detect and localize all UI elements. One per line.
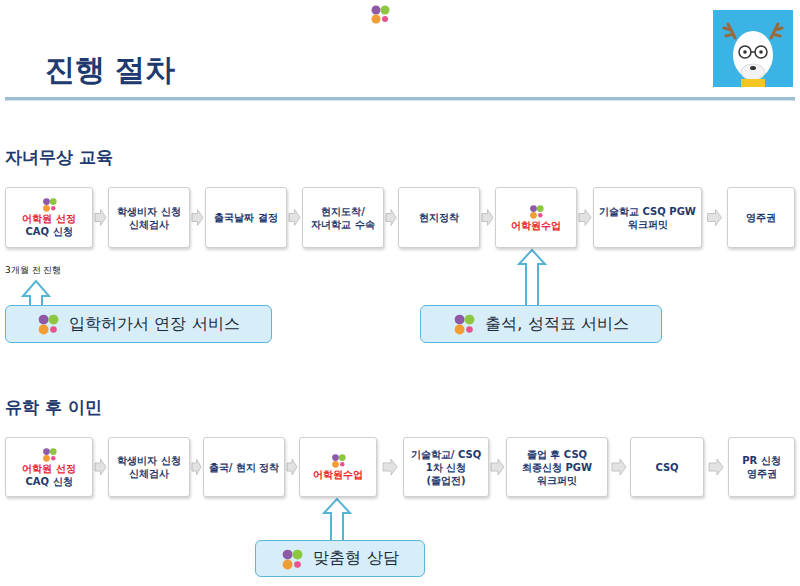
flow-arrow [708, 210, 722, 226]
step-text: 기술학교/ CSQ 1차 신청(졸업전) [407, 448, 485, 487]
step-text: 출국/ 현지 정착 [209, 461, 280, 474]
brand-logo [37, 313, 59, 335]
moose-mascot [713, 10, 793, 87]
flow-arrow [192, 210, 203, 226]
process-box: 현지도착/ 자녀학교 수속 [302, 187, 384, 248]
pointer-arrow [23, 281, 49, 305]
process-box: 어학원수업 [495, 187, 577, 248]
flow-arrow [287, 459, 297, 475]
process-box: 어학원 선정CAQ 신청 [5, 187, 93, 248]
step-text: CAQ 신청 [25, 225, 72, 238]
brand-logo [372, 6, 390, 24]
process-box: 어학원 선정CAQ 신청 [5, 437, 93, 497]
process-box: 출국날짜 결정 [205, 187, 287, 248]
flow-arrow [709, 459, 723, 475]
step-text: 어학원 선정 [22, 212, 75, 225]
callout-text: 맞춤형 상담 [313, 548, 398, 569]
flow-arrow [95, 210, 106, 226]
step-text: 어학원수업 [313, 468, 363, 481]
process-box: 학생비자 신청 신체검사 [108, 437, 190, 497]
process-box: 영주권 [727, 187, 795, 248]
brand-logo [453, 313, 475, 335]
callout-box: 출석, 성적표 서비스 [420, 305, 662, 343]
step-text: 어학원 선정 [22, 462, 75, 475]
callout-box: 맞춤형 상담 [255, 540, 425, 577]
flow-arrow [289, 210, 300, 226]
flow-arrow [192, 459, 201, 475]
process-box: 졸업 후 CSQ 최종신청 PGW 워크퍼밋 [506, 437, 608, 497]
step-text: 학생비자 신청 신체검사 [112, 205, 186, 231]
title-rule [5, 97, 795, 100]
step-text: CAQ 신청 [25, 475, 72, 488]
step-text: 졸업 후 CSQ 최종신청 PGW 워크퍼밋 [510, 448, 604, 487]
step-text: PR 신청 영주권 [732, 454, 791, 480]
process-box: 어학원수업 [299, 437, 377, 497]
process-box: PR 신청 영주권 [728, 437, 795, 497]
section-heading: 유학 후 이민 [5, 396, 102, 419]
brand-logo [281, 548, 303, 570]
step-text: CSQ [655, 461, 678, 474]
flow-arrow [491, 459, 504, 475]
flow-arrow [482, 210, 493, 226]
step-text: 현지도착/ 자녀학교 수속 [306, 205, 380, 231]
brand-logo [331, 453, 346, 468]
step-text: 출국날짜 결정 [214, 211, 277, 224]
pointer-arrow [324, 499, 350, 541]
step-text: 기술학교 CSQ PGW 워크퍼밋 [597, 205, 698, 231]
pointer-arrow [519, 250, 545, 306]
process-box: 학생비자 신청 신체검사 [108, 187, 190, 248]
step-text: 영주권 [746, 211, 776, 224]
process-box: 출국/ 현지 정착 [203, 437, 285, 497]
note-text: 3개월 전 진행 [5, 264, 61, 277]
process-box: CSQ [630, 437, 704, 497]
flow-arrow [579, 210, 591, 226]
step-text: 현지정착 [419, 211, 459, 224]
process-box: 현지정착 [398, 187, 480, 248]
process-box: 기술학교 CSQ PGW 워크퍼밋 [593, 187, 702, 248]
section-heading: 자녀무상 교육 [5, 146, 113, 169]
brand-logo [529, 204, 544, 219]
callout-text: 입학허가서 연장 서비스 [69, 314, 239, 335]
flow-arrow [95, 459, 106, 475]
flow-arrow [383, 459, 397, 475]
flow-arrow [386, 210, 396, 226]
brand-logo [42, 447, 57, 462]
callout-text: 출석, 성적표 서비스 [485, 314, 628, 335]
step-text: 어학원수업 [511, 219, 561, 232]
page-title: 진행 절차 [45, 50, 175, 91]
flow-arrow [612, 459, 626, 475]
title-rule-shade [5, 100, 795, 101]
callout-box: 입학허가서 연장 서비스 [5, 305, 272, 343]
step-text: 학생비자 신청 신체검사 [112, 454, 186, 480]
brand-logo [42, 197, 57, 212]
process-box: 기술학교/ CSQ 1차 신청(졸업전) [403, 437, 489, 497]
